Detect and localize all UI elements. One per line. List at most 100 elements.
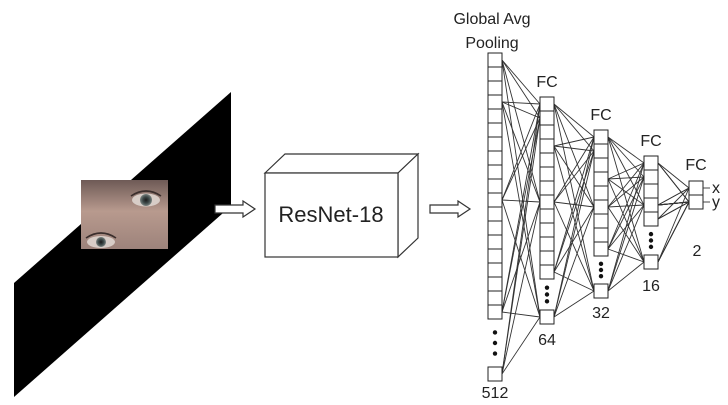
neuron-cell [539, 194, 555, 210]
neuron-cell [539, 180, 555, 196]
connection-edge [607, 176, 645, 250]
layer-column-4 [688, 180, 704, 210]
connection-edge [607, 178, 645, 263]
ellipsis-dot [648, 238, 654, 243]
eye-crop [81, 180, 168, 249]
connection-edge [607, 162, 645, 292]
fully-connected-edges [501, 59, 690, 375]
connection-edge [501, 199, 541, 318]
layer-title: FC [536, 74, 557, 91]
neuron-cell [539, 124, 555, 140]
layer-size-label: 64 [538, 332, 556, 349]
connection-edge [553, 136, 595, 318]
right-arrow-icon [429, 199, 472, 219]
layer-size-label: 512 [482, 385, 509, 402]
connection-edge [607, 204, 645, 292]
neuron-cell [688, 180, 704, 196]
neuron-cell [539, 236, 555, 252]
neuron-cell [593, 143, 609, 159]
neuron-cell [643, 197, 659, 213]
layer-column-0 [487, 52, 503, 382]
connection-edge [553, 136, 595, 273]
layer-size-label: 16 [642, 278, 660, 295]
ellipsis-dot [648, 231, 654, 237]
resnet-18-box: ResNet-18 [263, 152, 420, 259]
neuron-cell [487, 304, 503, 320]
connection-edge [553, 145, 595, 292]
neuron-cell [593, 157, 609, 173]
right-arrow-icon [214, 199, 257, 219]
connection-edge [501, 59, 541, 203]
neuron-cell [487, 136, 503, 152]
connection-edge [553, 206, 595, 318]
neuron-cell [643, 211, 659, 227]
connection-edge [657, 187, 690, 263]
connection-edge [657, 201, 690, 263]
resnet-18-label: ResNet-18 [278, 202, 383, 227]
neuron-cell [643, 254, 659, 270]
connection-edge [657, 162, 690, 203]
ellipsis-dot [544, 285, 550, 290]
neuron-cell [539, 264, 555, 280]
connection-edge [607, 248, 645, 263]
neuron-cell [593, 185, 609, 201]
neuron-cell [487, 178, 503, 194]
neuron-cell [487, 150, 503, 166]
connection-edge [501, 201, 541, 313]
neuron-cell [487, 206, 503, 222]
neuron-cell [539, 222, 555, 238]
neuron-cell [487, 234, 503, 250]
neuron-cell [643, 169, 659, 185]
connection-edge [607, 162, 645, 208]
connection-edge [553, 150, 595, 318]
layer-size-label: 2 [693, 243, 702, 260]
neuron-cell [643, 155, 659, 171]
connection-edge [553, 103, 595, 208]
neuron-cell [487, 192, 503, 208]
connection-edge [501, 201, 541, 375]
connection-edge [553, 145, 595, 152]
ellipsis-dot [492, 351, 498, 356]
connection-edge [607, 261, 645, 292]
connection-edge [607, 176, 645, 180]
neuron-cell [539, 250, 555, 266]
neuron-cell [593, 213, 609, 229]
connection-edge [553, 136, 595, 203]
connection-edge [501, 117, 541, 375]
connection-edge [553, 103, 595, 138]
neuron-cell [688, 194, 704, 210]
connection-edge [657, 187, 690, 206]
ellipsis-dot [598, 267, 604, 273]
connection-edge [553, 150, 595, 273]
connection-edge [553, 103, 595, 292]
neuron-cell [487, 122, 503, 138]
connection-edge [501, 59, 541, 105]
connection-edge [607, 136, 645, 263]
connection-edge [501, 311, 541, 318]
neuron-cell [487, 108, 503, 124]
connection-edge [501, 199, 541, 203]
connection-edge [553, 201, 595, 292]
connection-edge [501, 101, 541, 105]
neuron-cell [539, 96, 555, 112]
neuron-cell [487, 66, 503, 82]
neuron-cell [487, 220, 503, 236]
ellipsis-dot [598, 273, 604, 279]
ellipsis-dot [492, 340, 498, 346]
neuron-cell [593, 171, 609, 187]
ellipsis-dot [598, 261, 604, 267]
neuron-cell [593, 199, 609, 215]
layer-title: FC [640, 133, 661, 150]
ellipsis-dot [648, 244, 654, 250]
neuron-cell [487, 262, 503, 278]
connection-edge [501, 59, 541, 318]
ellipsis-dot [492, 330, 498, 335]
neuron-cell [539, 166, 555, 182]
connection-edge [553, 103, 595, 152]
connection-edge [657, 162, 690, 189]
neuron-cell [643, 183, 659, 199]
ellipsis-dot [544, 292, 550, 297]
neuron-cell [593, 241, 609, 257]
